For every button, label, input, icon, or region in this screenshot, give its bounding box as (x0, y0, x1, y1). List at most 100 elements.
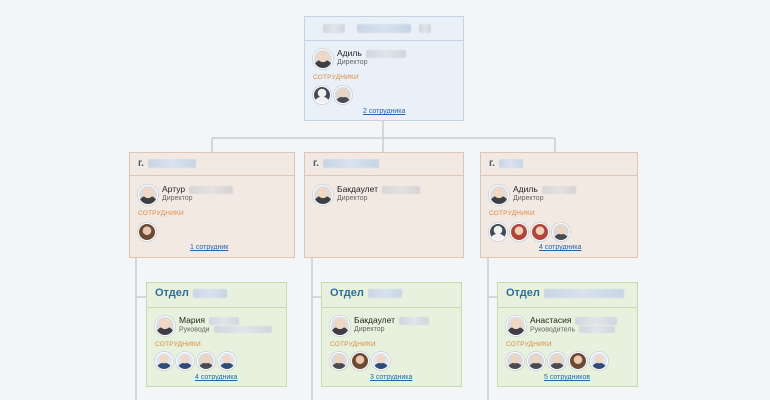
redacted-city (147, 158, 196, 168)
redacted-title (323, 24, 345, 33)
redacted-surname (398, 316, 429, 325)
redacted-role (579, 326, 616, 333)
branch-title-text: г. (138, 158, 144, 169)
avatar[interactable] (313, 49, 333, 69)
redacted-surname (541, 185, 576, 194)
branch-card-3[interactable]: г. Адиль Директор СОТРУДНИКИ 4 сотрудник… (480, 152, 638, 258)
staff-avatars (330, 352, 393, 372)
department-head-role: Руководи (179, 326, 272, 333)
avatar[interactable] (506, 316, 526, 336)
department-title-text: Отдел (155, 287, 189, 299)
staff-label: СОТРУДНИКИ (313, 74, 359, 81)
director-card[interactable]: Адиль Директор СОТРУДНИКИ 2 сотрудника (304, 16, 464, 121)
branch-head-name-text: Артур (162, 184, 186, 194)
branch-head-role: Директор (337, 195, 368, 202)
staff-avatar[interactable] (218, 352, 236, 370)
department-card-1[interactable]: Отдел Мария Руководи СОТРУДНИКИ 4 сотруд… (146, 282, 287, 387)
branch-card-1[interactable]: г. Артур Директор СОТРУДНИКИ 1 сотрудник (129, 152, 295, 258)
redacted-surname (365, 49, 406, 58)
department-head-role-text: Руководитель (530, 326, 576, 334)
branch-title: г. (138, 158, 196, 169)
department-head-role: Директор (354, 326, 385, 333)
staff-avatar[interactable] (590, 352, 608, 370)
department-title: Отдел (506, 287, 624, 299)
director-card-header (305, 17, 463, 41)
branch-title-text: г. (313, 158, 319, 169)
department-title: Отдел (330, 287, 402, 299)
staff-avatars (489, 223, 573, 243)
department-head-name-text: Бакдаулет (354, 315, 395, 325)
avatar[interactable] (330, 316, 350, 336)
staff-label: СОТРУДНИКИ (506, 341, 552, 348)
department-title-text: Отдел (506, 287, 540, 299)
branch-card-header: г. (481, 153, 637, 176)
branch-head-name: Бакдаулет (337, 184, 420, 194)
department-card-2[interactable]: Отдел Бакдаулет Директор СОТРУДНИКИ 3 со… (321, 282, 462, 387)
staff-label: СОТРУДНИКИ (138, 210, 184, 217)
redacted-surname (381, 185, 420, 194)
staff-avatar[interactable] (334, 86, 352, 104)
staff-avatar[interactable] (527, 352, 545, 370)
branch-card-2[interactable]: г. Бакдаулет Директор (304, 152, 464, 258)
staff-avatar[interactable] (330, 352, 348, 370)
staff-avatar[interactable] (155, 352, 173, 370)
staff-avatar[interactable] (506, 352, 524, 370)
director-name: Адиль (337, 48, 406, 58)
staff-avatar[interactable] (351, 352, 369, 370)
staff-avatar[interactable] (552, 223, 570, 241)
staff-count-link[interactable]: 4 сотрудника (195, 374, 238, 381)
department-head-name: Мария (179, 315, 239, 325)
department-card-header: Отдел (322, 283, 461, 308)
staff-avatar[interactable] (197, 352, 215, 370)
branch-head-name-text: Адиль (513, 184, 538, 194)
director-name-text: Адиль (337, 48, 362, 58)
staff-label: СОТРУДНИКИ (489, 210, 535, 217)
avatar[interactable] (155, 316, 175, 336)
department-title-text: Отдел (330, 287, 364, 299)
staff-count-link[interactable]: 1 сотрудник (190, 244, 229, 251)
branch-title: г. (489, 158, 523, 169)
department-head-name: Анастасия (530, 315, 618, 325)
avatar[interactable] (489, 185, 509, 205)
staff-count-link[interactable]: 4 сотрудника (539, 244, 582, 251)
staff-count-link[interactable]: 2 сотрудника (363, 108, 406, 115)
staff-avatar[interactable] (569, 352, 587, 370)
department-head-name: Бакдаулет (354, 315, 429, 325)
staff-avatar[interactable] (548, 352, 566, 370)
branch-head-name: Адиль (513, 184, 576, 194)
department-card-3[interactable]: Отдел Анастасия Руководитель СОТРУДНИКИ … (497, 282, 638, 387)
staff-avatar[interactable] (489, 223, 507, 241)
staff-count-link[interactable]: 3 сотрудника (370, 374, 413, 381)
redacted-title (357, 24, 411, 33)
branch-head-role: Директор (513, 195, 544, 202)
staff-avatar[interactable] (176, 352, 194, 370)
redacted-surname (575, 316, 618, 325)
branch-title-text: г. (489, 158, 495, 169)
branch-card-header: г. (305, 153, 463, 176)
redacted-role (213, 326, 272, 333)
branch-title: г. (313, 158, 379, 169)
staff-count-link[interactable]: 5 сотрудников (544, 374, 591, 381)
staff-label: СОТРУДНИКИ (330, 341, 376, 348)
staff-avatars (313, 86, 355, 106)
staff-avatar[interactable] (313, 86, 331, 104)
branch-head-name-text: Бакдаулет (337, 184, 378, 194)
redacted-surname (189, 185, 234, 194)
avatar[interactable] (138, 185, 158, 205)
staff-avatar[interactable] (531, 223, 549, 241)
staff-avatars (506, 352, 611, 372)
staff-avatar[interactable] (510, 223, 528, 241)
avatar[interactable] (313, 185, 333, 205)
director-role: Директор (337, 59, 368, 66)
department-card-header: Отдел (147, 283, 286, 308)
department-head-role-text: Руководи (179, 326, 210, 334)
department-head-role: Руководитель (530, 326, 616, 334)
department-head-name-text: Мария (179, 315, 205, 325)
staff-avatar[interactable] (138, 223, 156, 241)
staff-avatars (138, 223, 159, 243)
staff-avatar[interactable] (372, 352, 390, 370)
department-card-header: Отдел (498, 283, 637, 308)
department-head-name-text: Анастасия (530, 315, 572, 325)
